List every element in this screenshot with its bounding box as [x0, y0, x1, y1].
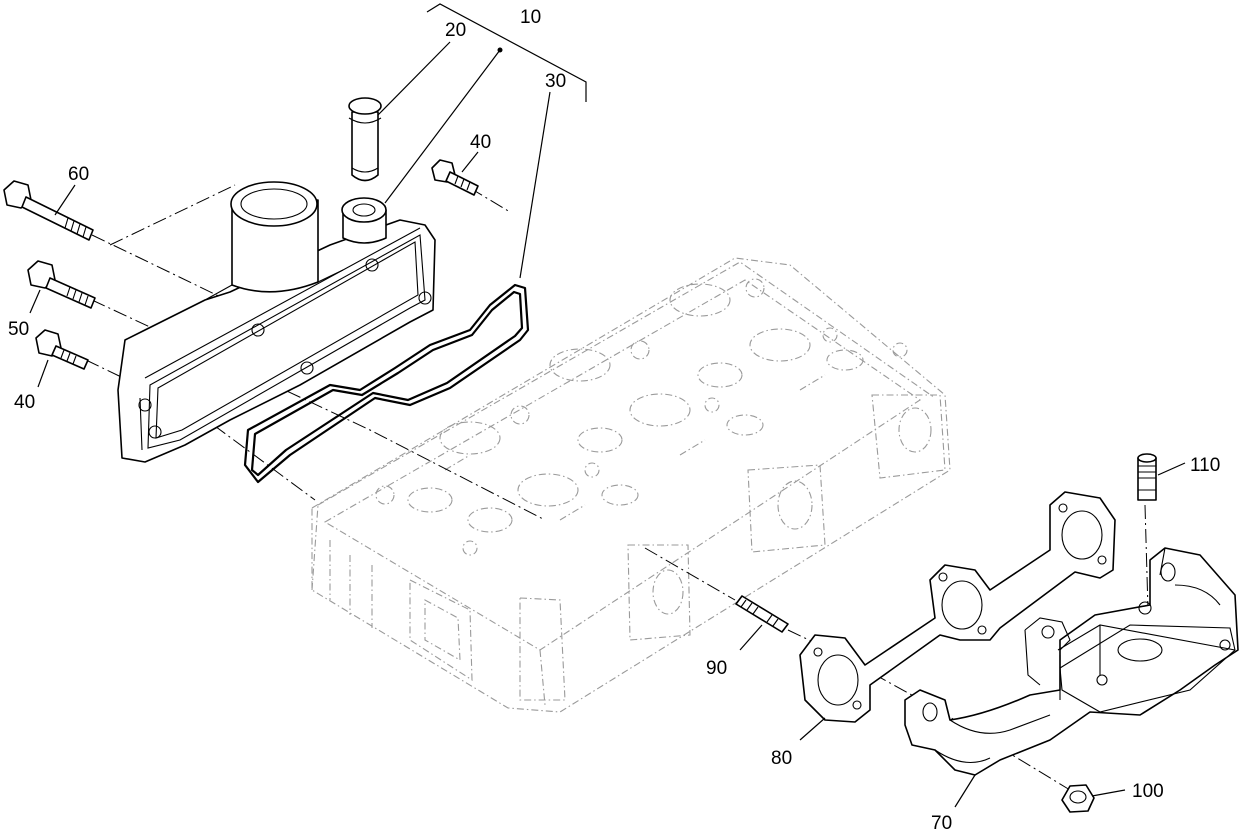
bolt-40-lower: [35, 329, 89, 370]
callout-50: 50: [8, 319, 29, 340]
leader-90: [739, 624, 763, 651]
nut-100: [1061, 784, 1095, 813]
leader-60: [54, 184, 76, 216]
leader-110: [1157, 462, 1186, 476]
leader-10-dot: [497, 47, 503, 53]
callout-100: 100: [1132, 781, 1164, 802]
gasket-30: [243, 283, 530, 484]
leader-bracket-10: [426, 3, 587, 102]
stud-110: [1137, 453, 1157, 501]
pipe-20: [348, 97, 382, 182]
callout-60: 60: [68, 164, 89, 185]
stud-90: [735, 595, 789, 633]
exhaust-manifold-70: [904, 547, 1239, 776]
leader-10: [384, 49, 501, 204]
leader-20: [377, 41, 451, 116]
leader-40-lower: [37, 359, 49, 388]
leader-40-upper: [461, 151, 479, 173]
leader-lines: [29, 3, 1186, 808]
callout-30: 30: [545, 71, 566, 92]
bolt-60: [3, 180, 94, 241]
leader-70: [954, 774, 976, 808]
callout-10: 10: [520, 7, 541, 28]
callout-70: 70: [931, 813, 952, 834]
thermostat-housing-10: [117, 181, 436, 463]
leader-50: [29, 289, 41, 314]
callout-90: 90: [706, 658, 727, 679]
callout-20: 20: [445, 20, 466, 41]
leader-80: [799, 717, 826, 741]
exhaust-gasket-80: [799, 491, 1116, 723]
callout-110: 110: [1190, 455, 1220, 476]
callout-labels: 10 20 30 40 60 50 40 90 80 70 100 110: [8, 7, 1220, 834]
callout-40-upper: 40: [470, 132, 491, 153]
callout-40-lower: 40: [14, 392, 35, 413]
cylinder-head-phantom: [311, 257, 951, 713]
bolt-40-upper: [431, 159, 479, 196]
bolt-50: [27, 260, 96, 309]
leader-100: [1091, 789, 1126, 797]
leader-30: [519, 91, 551, 279]
callout-80: 80: [771, 748, 792, 769]
